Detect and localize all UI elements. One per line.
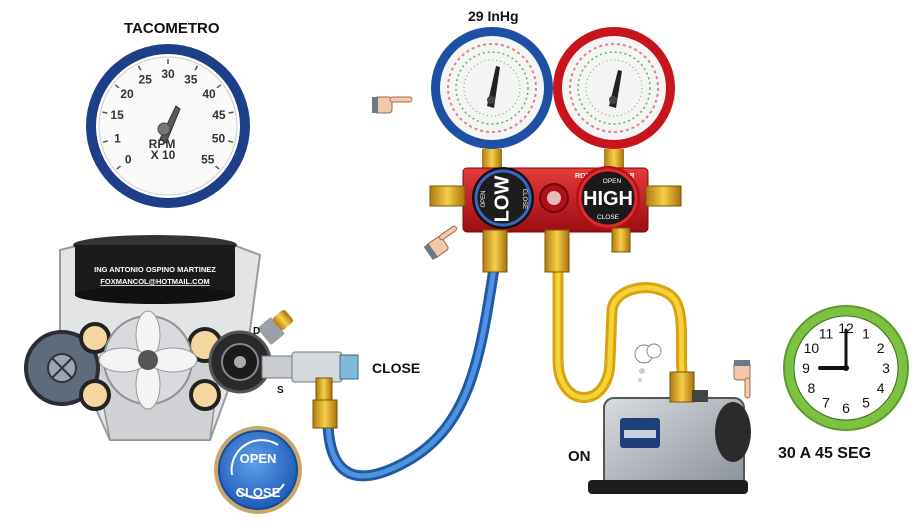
low-knob-close-label: CLOSE xyxy=(521,189,527,209)
valve-handwheel[interactable]: OPEN CLOSE xyxy=(214,426,302,514)
tachometer-tick xyxy=(137,65,142,71)
tachometer-scale-label: 1 xyxy=(114,132,121,146)
time-range-label: 30 A 45 SEG xyxy=(778,445,872,462)
pointing-hand-icon xyxy=(372,96,413,114)
tachometer-scale-label: 20 xyxy=(120,87,134,101)
high-knob-label: HIGH xyxy=(583,188,633,210)
tachometer-tick xyxy=(116,165,121,170)
suction-port-label: S xyxy=(277,385,284,396)
low-pressure-gauge xyxy=(431,27,553,149)
pointing-hand-icon xyxy=(423,225,458,261)
tachometer-scale-label: 45 xyxy=(212,108,226,122)
low-side-knob[interactable]: LOW OPEN CLOSE xyxy=(472,167,534,229)
manifold-block: ROTHENBERGER xyxy=(429,167,682,233)
owner-name: ING ANTONIO OSPINO MARTINEZ xyxy=(94,265,216,274)
tachometer-scale-label: 25 xyxy=(139,72,153,86)
tachometer-unit-rpm: RPM xyxy=(149,137,176,151)
valve-state-label: CLOSE xyxy=(372,360,421,376)
tachometer-scale-label: 35 xyxy=(184,72,198,86)
tachometer: 01 15 20 25 30 35 40 45 50 55 RPM X 10 xyxy=(86,44,250,208)
clock-number: 3 xyxy=(882,360,890,376)
clock-number: 11 xyxy=(819,325,834,341)
low-knob-label: LOW xyxy=(491,176,513,223)
clock-number: 12 xyxy=(838,320,854,336)
tachometer-tick xyxy=(215,165,220,170)
clock-number: 2 xyxy=(877,340,885,356)
owner-email: FOXMANCOL@HOTMAIL.COM xyxy=(100,277,209,286)
clock-hands xyxy=(818,328,848,370)
pointing-hand-icon xyxy=(733,360,751,399)
service-coupler[interactable] xyxy=(291,351,359,429)
tachometer-title: TACOMETRO xyxy=(124,20,220,37)
tachometer-scale-label: 50 xyxy=(212,132,226,146)
clock-number: 7 xyxy=(822,395,830,411)
vacuum-reading-label: 29 InHg xyxy=(468,8,519,24)
high-pressure-gauge xyxy=(553,27,675,149)
clock-number: 8 xyxy=(808,380,816,396)
pump-state-label: ON xyxy=(568,448,591,465)
low-knob-open-label: OPEN xyxy=(481,190,487,207)
clock-number: 9 xyxy=(802,360,810,376)
tachometer-scale-label: 40 xyxy=(202,87,216,101)
tachometer-tick xyxy=(102,140,108,143)
handwheel-close-label: CLOSE xyxy=(236,485,281,500)
handwheel-open-label: OPEN xyxy=(240,451,277,466)
tachometer-tick xyxy=(216,84,222,89)
high-knob-open-label: OPEN xyxy=(603,178,622,185)
fan-icon xyxy=(98,310,198,410)
clock-number: 6 xyxy=(842,400,850,416)
tachometer-tick xyxy=(114,84,120,89)
engine: ING ANTONIO OSPINO MARTINEZ FOXMANCOL@HO… xyxy=(24,235,311,441)
tachometer-scale-label: 15 xyxy=(110,108,124,122)
clock-number: 10 xyxy=(804,340,820,356)
tachometer-scale-label: 30 xyxy=(161,67,175,81)
clock-number: 1 xyxy=(862,325,870,341)
tachometer-tick xyxy=(194,65,199,71)
high-side-knob[interactable]: HIGH OPEN CLOSE xyxy=(576,166,640,230)
clock-number: 4 xyxy=(877,380,885,396)
discharge-port-label: D xyxy=(253,326,260,337)
tachometer-tick xyxy=(102,111,108,114)
tachometer-unit-multiplier: X 10 xyxy=(151,148,176,162)
high-knob-close-label: CLOSE xyxy=(597,214,620,221)
tachometer-scale-label: 0 xyxy=(125,152,132,166)
tachometer-scale: 01 15 20 25 30 35 40 45 50 55 xyxy=(102,59,234,170)
exhaust-puff-icon xyxy=(634,343,662,382)
tachometer-tick xyxy=(228,111,234,114)
tachometer-scale-label: 55 xyxy=(201,152,215,166)
vacuum-pump xyxy=(588,343,751,494)
tachometer-tick xyxy=(228,140,234,143)
yellow-hose xyxy=(552,262,688,403)
clock-number: 5 xyxy=(862,395,870,411)
